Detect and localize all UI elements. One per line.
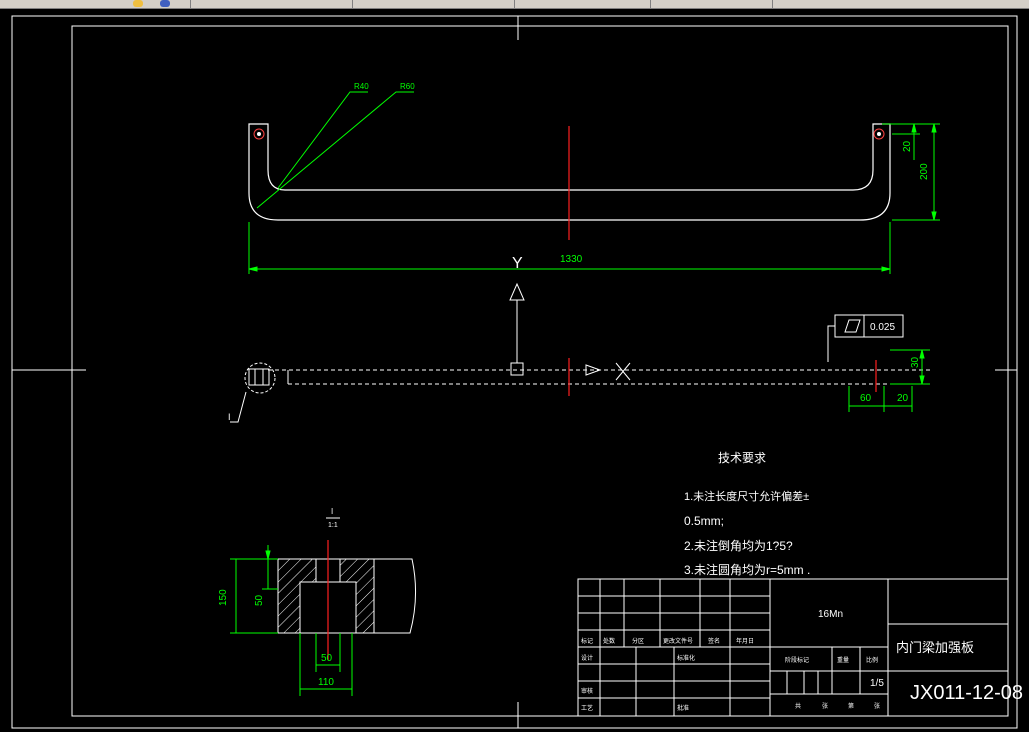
tb-count: 处数 [603, 637, 615, 645]
scale-label: 1/5 [870, 678, 884, 689]
section-view: I 1:1 [277, 507, 417, 660]
cad-toolbar [0, 0, 1029, 9]
requirements-line-3: 2.未注倒角均为1?5? [684, 538, 793, 553]
tb-zone: 分区 [632, 637, 644, 645]
leader-r60-label: R60 [400, 82, 415, 91]
dim-50v-label: 50 [254, 594, 265, 606]
dim-length-label: 1330 [560, 254, 583, 265]
dim-side-right [848, 349, 930, 412]
requirements-line-1: 1.未注长度尺寸允许偏差± [684, 489, 809, 503]
tb-craft: 工艺 [581, 704, 593, 712]
tool-icon-1[interactable] [133, 0, 143, 7]
tb-design: 设计 [581, 654, 593, 662]
part-name-label: 内门梁加强板 [896, 640, 974, 655]
drawing-number-label: JX011-12-08 [910, 682, 1023, 704]
side-view-centerlines [568, 358, 877, 396]
sheet-inner-frame [71, 25, 1009, 717]
section-scale-label: 1:1 [328, 522, 338, 529]
centering-marks [12, 16, 1017, 728]
radius-leaders [256, 91, 414, 209]
tb-review: 审核 [581, 687, 593, 695]
dim-110-label: 110 [318, 677, 334, 688]
tb-sheet: 张 [822, 702, 828, 710]
material-label: 16Mn [818, 609, 843, 620]
tb-weight: 重量 [837, 656, 849, 664]
tb-date: 年月日 [736, 637, 754, 645]
dim-30-label: 30 [910, 356, 921, 368]
tb-change-no: 更改文件号 [663, 637, 693, 645]
view-y-label: Y [512, 255, 523, 272]
section-dims [230, 545, 353, 696]
section-mark-label: I [331, 507, 333, 516]
tb-stage-mark: 阶段标记 [785, 656, 809, 664]
top-view-part [248, 123, 891, 221]
title-block [577, 578, 1009, 717]
dim-1330 [248, 222, 891, 274]
cad-drawing-canvas: R40 R60 1330 20 200 Y X [11, 15, 1023, 729]
tb-sheet-total: 共 [795, 702, 801, 710]
view-y-arrow [509, 282, 525, 363]
requirements-line-4: 3.未注圆角均为r=5mm . [684, 562, 810, 577]
tb-sheet2: 张 [874, 702, 880, 710]
requirements-line-2: 0.5mm; [684, 514, 724, 528]
side-view-part [248, 362, 930, 386]
leader-r40-label: R40 [354, 82, 369, 91]
dim-60-label: 60 [860, 393, 872, 404]
tb-mark: 标记 [581, 637, 593, 645]
flatness-value: 0.025 [870, 322, 895, 333]
title-block-small-labels: 标记 处数 分区 更改文件号 签名 年月日 设计 标准化 审核 工艺 批准 阶段… [581, 637, 880, 712]
tb-ratio: 比例 [866, 656, 878, 664]
dim-20-label: 20 [902, 140, 913, 152]
tb-sign: 签名 [708, 637, 720, 645]
detail-circle [244, 362, 276, 394]
tool-icon-2[interactable] [160, 0, 170, 7]
detail-marker-label: I [228, 412, 231, 422]
dim-150-label: 150 [218, 589, 229, 606]
detail-leader [230, 391, 247, 423]
dim-right-vertical [882, 123, 940, 221]
tb-approve: 批准 [677, 704, 689, 712]
dim-50h-label: 50 [321, 653, 333, 664]
dim-side-20-label: 20 [897, 393, 909, 404]
tb-sheet-no: 第 [848, 702, 854, 710]
dim-200-label: 200 [919, 163, 930, 180]
sheet-outer-frame [11, 15, 1018, 729]
tb-standard: 标准化 [677, 654, 695, 662]
top-view-holes [253, 128, 885, 140]
flatness-frame [827, 314, 904, 362]
requirements-title: 技术要求 [718, 451, 766, 465]
